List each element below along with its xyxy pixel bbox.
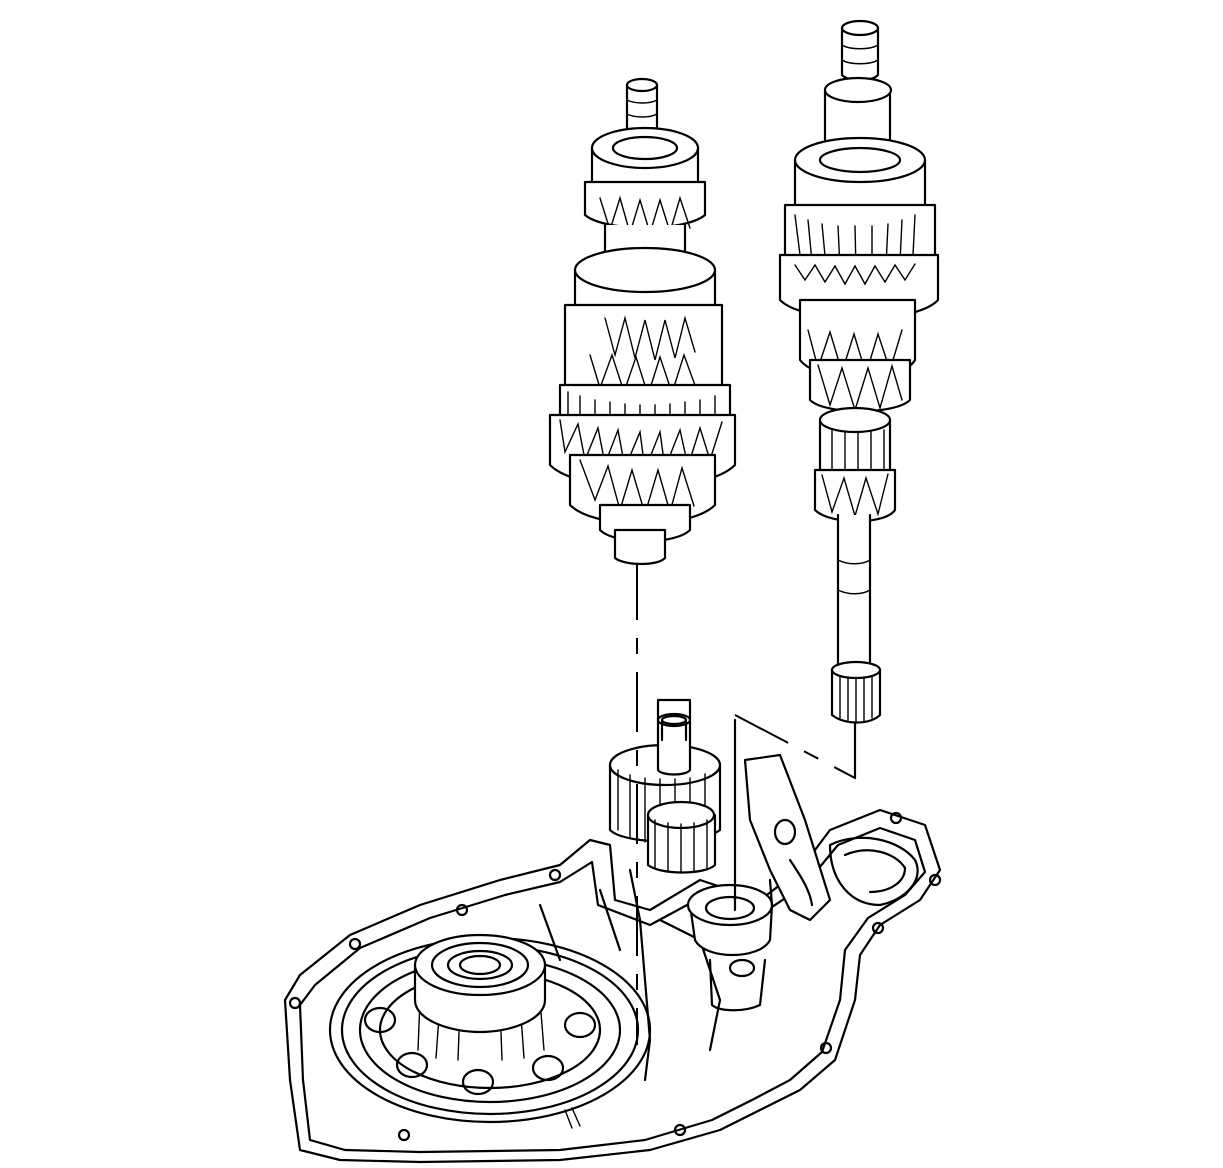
input-shaft xyxy=(548,77,737,566)
shift-bracket xyxy=(743,753,832,922)
alignment-lines xyxy=(636,560,857,1045)
output-bore-boss xyxy=(686,883,774,1012)
differential-bearing xyxy=(413,933,547,1034)
reverse-idler-gear xyxy=(608,698,722,874)
transaxle-case xyxy=(283,698,942,1164)
output-shaft xyxy=(778,19,940,724)
